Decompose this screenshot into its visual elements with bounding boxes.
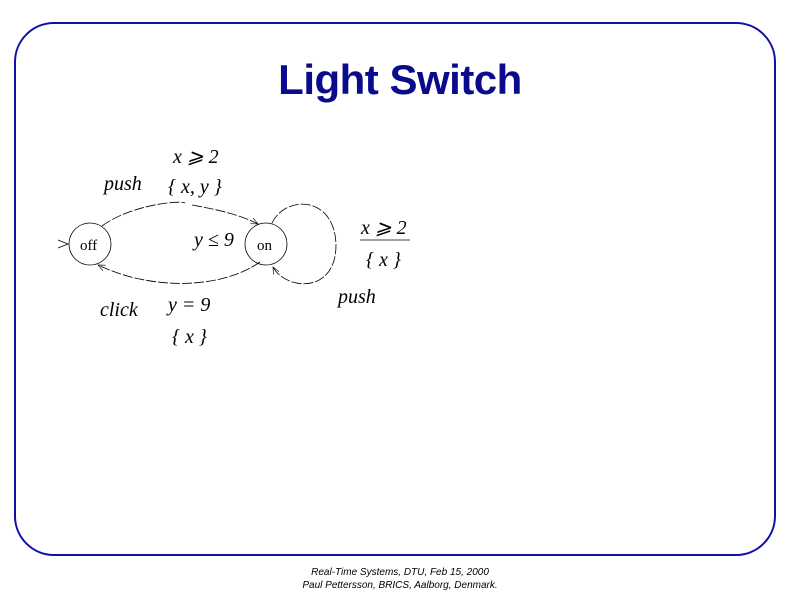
loop-reset: { x } bbox=[366, 249, 401, 271]
edge-push-off-on bbox=[101, 201, 258, 226]
slide-frame bbox=[14, 22, 776, 556]
push-top-action: push bbox=[102, 173, 142, 195]
click-action: click bbox=[100, 299, 139, 321]
state-on-label: on bbox=[257, 238, 273, 254]
slide-title: Light Switch bbox=[278, 56, 522, 103]
state-off bbox=[68, 222, 112, 266]
push-top-guard: x ⩾ 2 bbox=[172, 146, 219, 168]
initial-arrow bbox=[57, 239, 70, 249]
edge-click-on-off bbox=[98, 261, 261, 284]
loop-guard: x ⩾ 2 bbox=[360, 217, 407, 239]
click-reset: { x } bbox=[172, 326, 207, 348]
click-guard: y = 9 bbox=[166, 294, 210, 316]
on-invariant: y ≤ 9 bbox=[192, 229, 234, 251]
push-top-reset: { x, y } bbox=[168, 176, 222, 198]
footer-line-2: Paul Pettersson, BRICS, Aalborg, Denmark… bbox=[302, 580, 498, 591]
slide-footer: Real-Time Systems, DTU, Feb 15, 2000 Pau… bbox=[0, 566, 800, 592]
state-off-label: off bbox=[80, 238, 97, 254]
edge-push-loop bbox=[271, 203, 337, 285]
loop-action: push bbox=[336, 286, 376, 308]
state-on bbox=[244, 222, 288, 266]
footer-line-1: Real-Time Systems, DTU, Feb 15, 2000 bbox=[311, 567, 489, 578]
